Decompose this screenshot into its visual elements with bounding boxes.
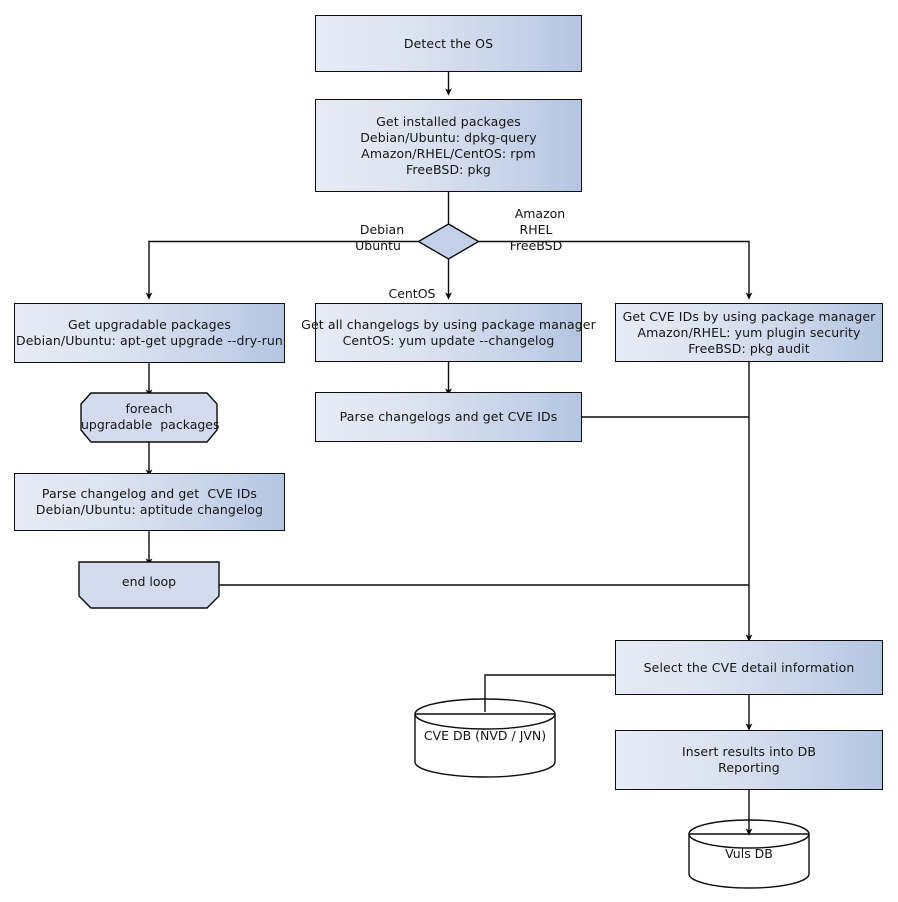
edge-decision-right: [478, 240, 753, 300]
node-foreach-loop[interactable]: foreach upgradable packages: [81, 393, 220, 442]
node-foreach-loop-label: foreach upgradable packages: [81, 401, 220, 432]
node-end-loop-label: end loop: [121, 574, 177, 589]
edge-label-centos: CentOS: [378, 270, 438, 302]
node-get-installed-packages-label: Get installed packages Debian/Ubuntu: dp…: [360, 113, 537, 177]
node-detect-os-label: Detect the OS: [403, 35, 494, 51]
node-get-installed-packages[interactable]: Get installed packages Debian/Ubuntu: dp…: [315, 99, 582, 192]
node-get-all-changelogs-label: Get all changelogs by using package mana…: [301, 316, 596, 348]
node-parse-changelogs-center[interactable]: Parse changelogs and get CVE IDs: [315, 392, 582, 442]
node-vuls-db-label: Vuls DB: [725, 846, 773, 861]
node-get-all-changelogs[interactable]: Get all changelogs by using package mana…: [301, 303, 596, 362]
edge-label-debian-ubuntu: Debian Ubuntu: [338, 206, 418, 254]
edge-label-debian-ubuntu-text: Debian Ubuntu: [355, 222, 405, 253]
node-end-loop[interactable]: end loop: [79, 562, 219, 608]
node-insert-results[interactable]: Insert results into DB Reporting: [615, 730, 883, 790]
node-insert-results-label: Insert results into DB Reporting: [682, 744, 816, 775]
node-parse-changelogs-center-label: Parse changelogs and get CVE IDs: [339, 409, 558, 424]
node-parse-changelog-left[interactable]: Parse changelog and get CVE IDs Debian/U…: [14, 473, 285, 531]
node-parse-changelog-left-label: Parse changelog and get CVE IDs Debian/U…: [35, 486, 264, 517]
edge-decision-left: [145, 240, 419, 300]
node-detect-os[interactable]: Detect the OS: [315, 15, 582, 72]
edge-label-amazon-rhel-freebsd: Amazon RHEL FreeBSD: [486, 190, 586, 254]
cve-db-cylinder[interactable]: [414, 698, 556, 778]
decision-diamond-os[interactable]: [417, 223, 480, 260]
node-get-cve-ids-pkgmgr[interactable]: Get CVE IDs by using package manager Ama…: [615, 303, 883, 362]
node-get-upgradable-packages[interactable]: Get upgradable packages Debian/Ubuntu: a…: [14, 303, 285, 363]
node-cve-db[interactable]: CVE DB (NVD / JVN): [415, 699, 555, 777]
node-get-upgradable-packages-label: Get upgradable packages Debian/Ubuntu: a…: [16, 317, 283, 348]
edge-label-centos-text: CentOS: [388, 286, 436, 301]
vuls-db-cylinder[interactable]: [688, 819, 810, 889]
node-get-cve-ids-pkgmgr-label: Get CVE IDs by using package manager Ama…: [622, 308, 876, 356]
edge-label-amazon-rhel-freebsd-text: Amazon RHEL FreeBSD: [509, 206, 566, 253]
loop-start-shape[interactable]: [80, 392, 218, 443]
node-cve-db-label: CVE DB (NVD / JVN): [423, 728, 547, 743]
node-select-cve-detail[interactable]: Select the CVE detail information: [615, 640, 883, 695]
node-select-cve-detail-label: Select the CVE detail information: [643, 659, 855, 675]
node-vuls-db[interactable]: Vuls DB: [689, 820, 809, 888]
loop-end-shape[interactable]: [78, 561, 220, 609]
